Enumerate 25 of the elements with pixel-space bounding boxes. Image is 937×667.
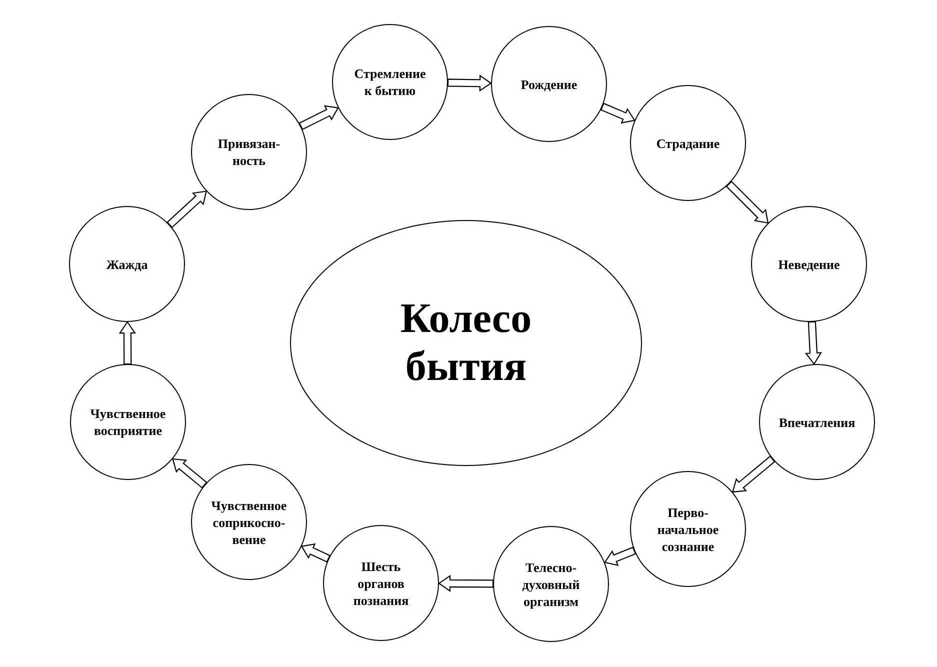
stage-label: Стремление к бытию: [353, 65, 427, 99]
stage-label: Страдание: [655, 134, 721, 152]
block-arrow: [604, 546, 636, 566]
stage-label: Шесть органов познания: [352, 558, 410, 608]
stage-label: Рождение: [520, 76, 578, 92]
block-arrow: [118, 321, 136, 365]
block-arrow: [172, 458, 208, 489]
stage-label: Перво- начальное сознание: [656, 504, 720, 554]
block-arrow: [447, 74, 492, 92]
block-arrow: [166, 190, 207, 228]
block-arrow: [804, 321, 822, 366]
stage-label: Привязан- ность: [216, 135, 282, 169]
block-arrow: [732, 456, 776, 493]
block-arrow: [300, 543, 331, 563]
block-arrow: [298, 105, 339, 130]
stage-label: Телесно- духовный организм: [521, 558, 581, 610]
center-label: Колесо бытия: [399, 295, 533, 391]
stage-label: Неведение: [777, 256, 841, 272]
stage-label: Чувственное восприятие: [89, 405, 167, 439]
stage-label: Впечатления: [778, 414, 856, 430]
stage-label: Жажда: [105, 256, 149, 272]
block-arrow: [726, 180, 769, 224]
block-arrow: [438, 574, 494, 592]
block-arrow: [600, 102, 636, 124]
stage-label: Чувственное соприкосно- вение: [210, 496, 288, 548]
